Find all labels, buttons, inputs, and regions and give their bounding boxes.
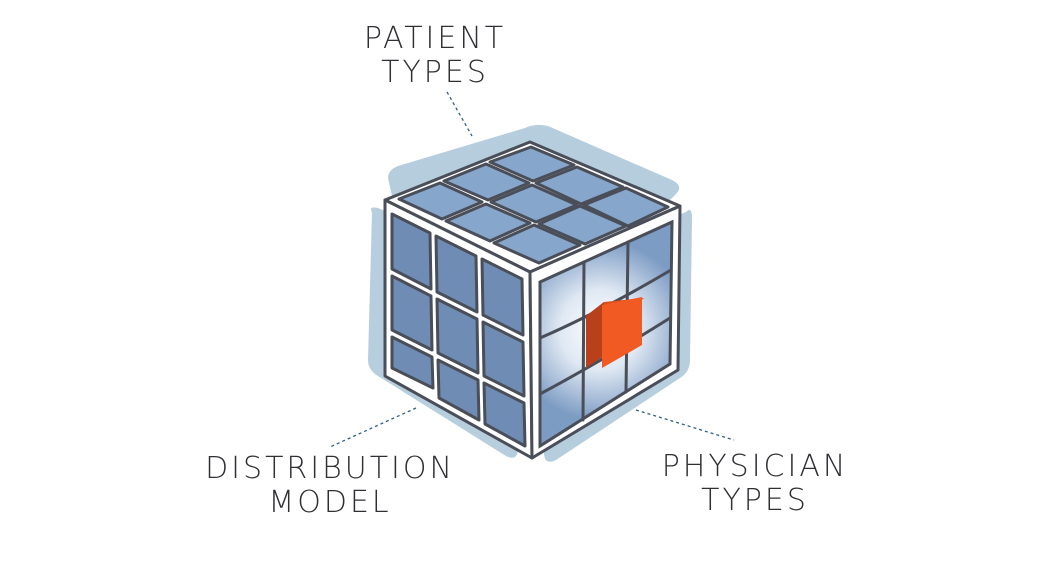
label-distribution-model: DISTRIBUTION MODEL	[190, 452, 470, 520]
label-patient-types: PATIENT TYPES	[345, 22, 525, 90]
left-face-cells	[390, 212, 527, 448]
label-patient-line2: TYPES	[381, 55, 489, 90]
leader-lines	[329, 91, 735, 448]
label-distribution-line2: MODEL	[268, 485, 392, 520]
top-face-cells	[397, 145, 670, 265]
label-physician-line1: PHYSICIAN	[661, 449, 849, 484]
label-physician-types: PHYSICIAN TYPES	[640, 450, 870, 518]
leader-line-distribution	[329, 407, 417, 448]
label-patient-line1: PATIENT	[363, 21, 507, 56]
highlight-block	[586, 297, 644, 368]
leader-line-patient	[446, 91, 473, 137]
leader-line-physician	[635, 409, 735, 441]
label-physician-line2: TYPES	[701, 483, 809, 518]
label-distribution-line1: DISTRIBUTION	[205, 451, 455, 486]
